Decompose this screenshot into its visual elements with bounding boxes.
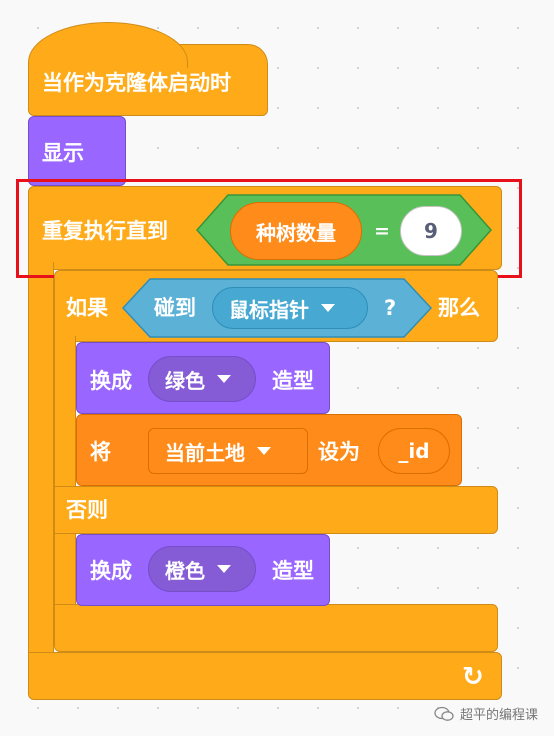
then-label: 那么 [438,296,480,320]
variable-reporter-tree-count[interactable]: 种树数量 [230,202,362,260]
variable-dropdown[interactable]: 当前土地 [148,428,308,474]
switch-costume-1-prefix: 换成 [90,369,132,393]
if-label: 如果 [66,296,108,320]
touching-target-text: 鼠标指针 [229,297,309,322]
equals-value-input[interactable]: 9 [400,206,462,256]
set-variable-value-text: _id [398,439,430,463]
wechat-icon [434,706,454,721]
touching-target-dropdown[interactable]: 鼠标指针 [212,287,368,329]
switch-costume-1-suffix: 造型 [272,369,314,393]
set-variable-value-input[interactable]: _id [378,428,450,474]
switch-costume-2-prefix: 换成 [90,559,132,583]
show-block-label: 显示 [42,141,84,165]
watermark-text: 超平的编程课 [460,708,539,723]
hat-block-label: 当作为克隆体启动时 [42,71,231,95]
chevron-down-icon [217,375,231,383]
else-section [54,486,498,534]
equals-sign: = [374,220,390,242]
costume-dropdown-1[interactable]: 绿色 [148,356,256,402]
highlight-frame [16,179,522,278]
variable-dropdown-text: 当前土地 [165,440,245,465]
touching-label: 碰到 [154,296,196,320]
loop-arrow-icon: ↻ [462,662,484,692]
set-variable-prefix: 将 [90,440,111,464]
hat-block-cap [28,22,188,68]
chevron-down-icon [217,565,231,573]
costume-dropdown-1-text: 绿色 [165,368,205,393]
repeat-until-bottom-arm [28,652,502,700]
chevron-down-icon [257,447,271,455]
repeat-until-label: 重复执行直到 [42,219,168,243]
switch-costume-2-suffix: 造型 [272,559,314,583]
question-mark: ? [384,296,397,320]
chevron-down-icon [321,304,335,312]
variable-reporter-label: 种树数量 [256,220,336,245]
costume-dropdown-2-text: 橙色 [165,558,205,583]
show-block[interactable] [28,116,126,186]
repeat-until-left-arm [28,262,54,662]
if-else-bottom-arm [54,604,498,652]
costume-dropdown-2[interactable]: 橙色 [148,546,256,592]
watermark: 超平的编程课 [434,704,538,723]
else-label: 否则 [66,498,108,522]
equals-value-text: 9 [424,219,438,243]
set-variable-middle: 设为 [318,440,360,464]
